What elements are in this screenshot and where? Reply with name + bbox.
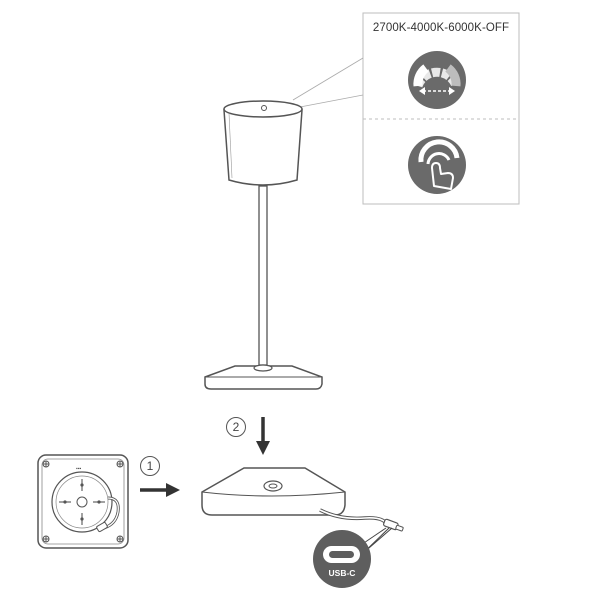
usb-c-badge [313,530,371,588]
step-1-number: 1 [140,456,160,476]
step-2-arrow [256,417,270,455]
usb-c-label: USB-C [328,568,356,578]
step-2-number: 2 [226,417,246,437]
touch-dimming-icon [408,136,466,194]
color-temperature-label: 2700K-4000K-6000K-OFF [372,22,510,34]
color-temperature-cycle-icon [408,51,466,109]
leader-lines [292,57,364,108]
charging-base [201,467,404,532]
svg-text:▪▪▪: ▪▪▪ [76,466,82,472]
step-1-arrow [140,483,180,497]
table-lamp [204,100,323,390]
base-bottom-view: ▪▪▪ [37,454,129,549]
